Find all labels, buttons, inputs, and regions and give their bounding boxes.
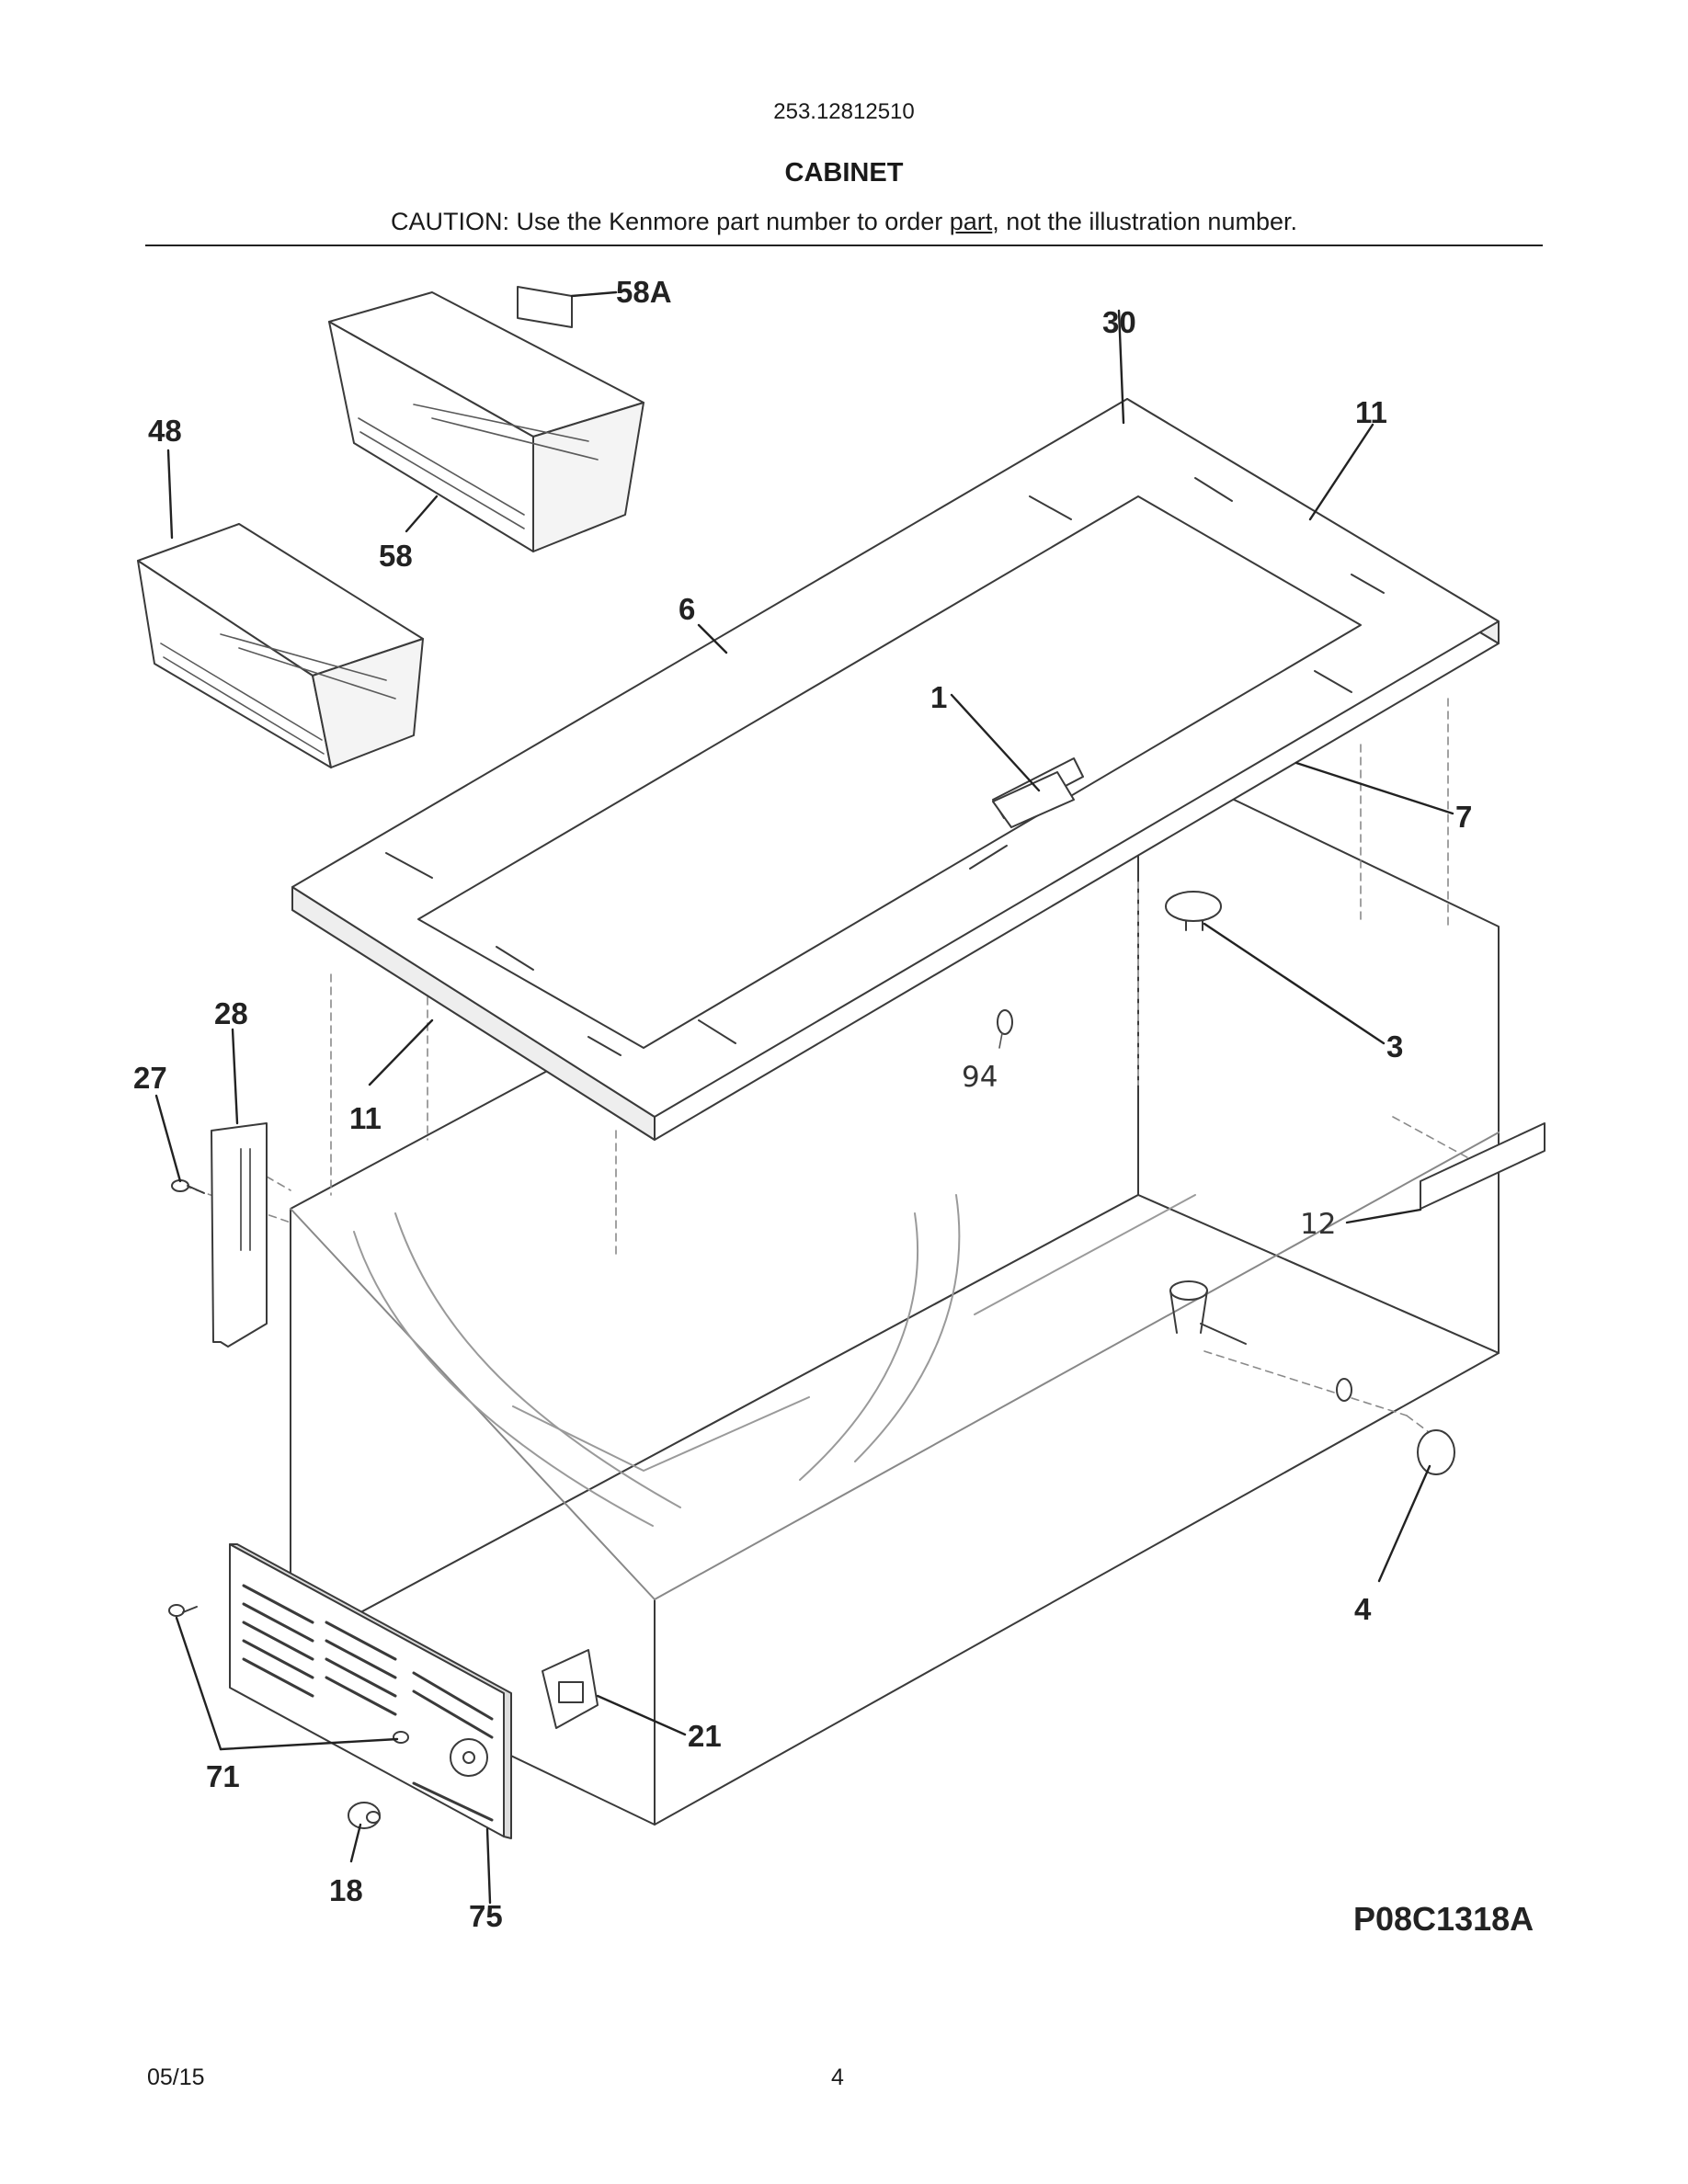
callout-7: 7 [1455,800,1472,834]
callout-11-bottom: 11 [349,1101,382,1135]
drain-assembly [1169,1280,1352,1402]
drawing-code: P08C1318A [1353,1900,1534,1938]
callout-30: 30 [1102,305,1136,339]
basket-48 [137,523,424,768]
control-21 [542,1649,599,1729]
callout-1: 1 [930,680,947,714]
section-title: CABINET [784,158,904,188]
washer-94 [997,1009,1013,1035]
foot-4 [1417,1429,1455,1475]
screw-27 [171,1179,205,1194]
callouts: 58A 30 11 48 58 6 1 7 28 27 11 94 3 12 4… [133,275,1534,1938]
label-12 [1420,1122,1545,1210]
callout-58: 58 [379,539,413,573]
model-number: 253.12812510 [773,99,915,124]
callout-3: 3 [1386,1029,1403,1064]
caution-part-word: part [949,208,993,235]
callout-27: 27 [133,1061,167,1095]
callout-71: 71 [206,1759,240,1793]
plug-3 [1165,891,1222,931]
hinge-28 [211,1122,268,1348]
caution-note: CAUTION: Use the Kenmore part number to … [0,208,1688,236]
cabinet-liner-outline [353,882,1196,1527]
callout-11-top: 11 [1355,395,1387,429]
callout-28: 28 [214,996,248,1030]
callout-4: 4 [1354,1592,1372,1626]
callout-6: 6 [679,592,695,626]
foot-18 [348,1802,381,1829]
callout-58A: 58A [616,275,672,309]
callout-75: 75 [469,1899,503,1933]
callout-48: 48 [148,414,182,448]
caution-text: CAUTION: Use the Kenmore part number to … [391,208,950,235]
callout-94: 94 [962,1061,998,1094]
grille-75 [229,1543,512,1839]
basket-divider-58A [517,286,573,328]
callout-18: 18 [329,1873,363,1907]
footer-date: 05/15 [147,2065,205,2090]
header-rule [145,245,1543,246]
footer-page-number: 4 [831,2065,844,2090]
lock-handle-1 [992,771,1075,828]
callout-21: 21 [688,1719,722,1753]
callout-12: 12 [1300,1208,1336,1241]
breaker-frame [291,398,1500,1141]
basket-58 [328,291,644,552]
leader-lines [154,290,1454,1905]
caution-text-end: , not the illustration number. [992,208,1297,235]
